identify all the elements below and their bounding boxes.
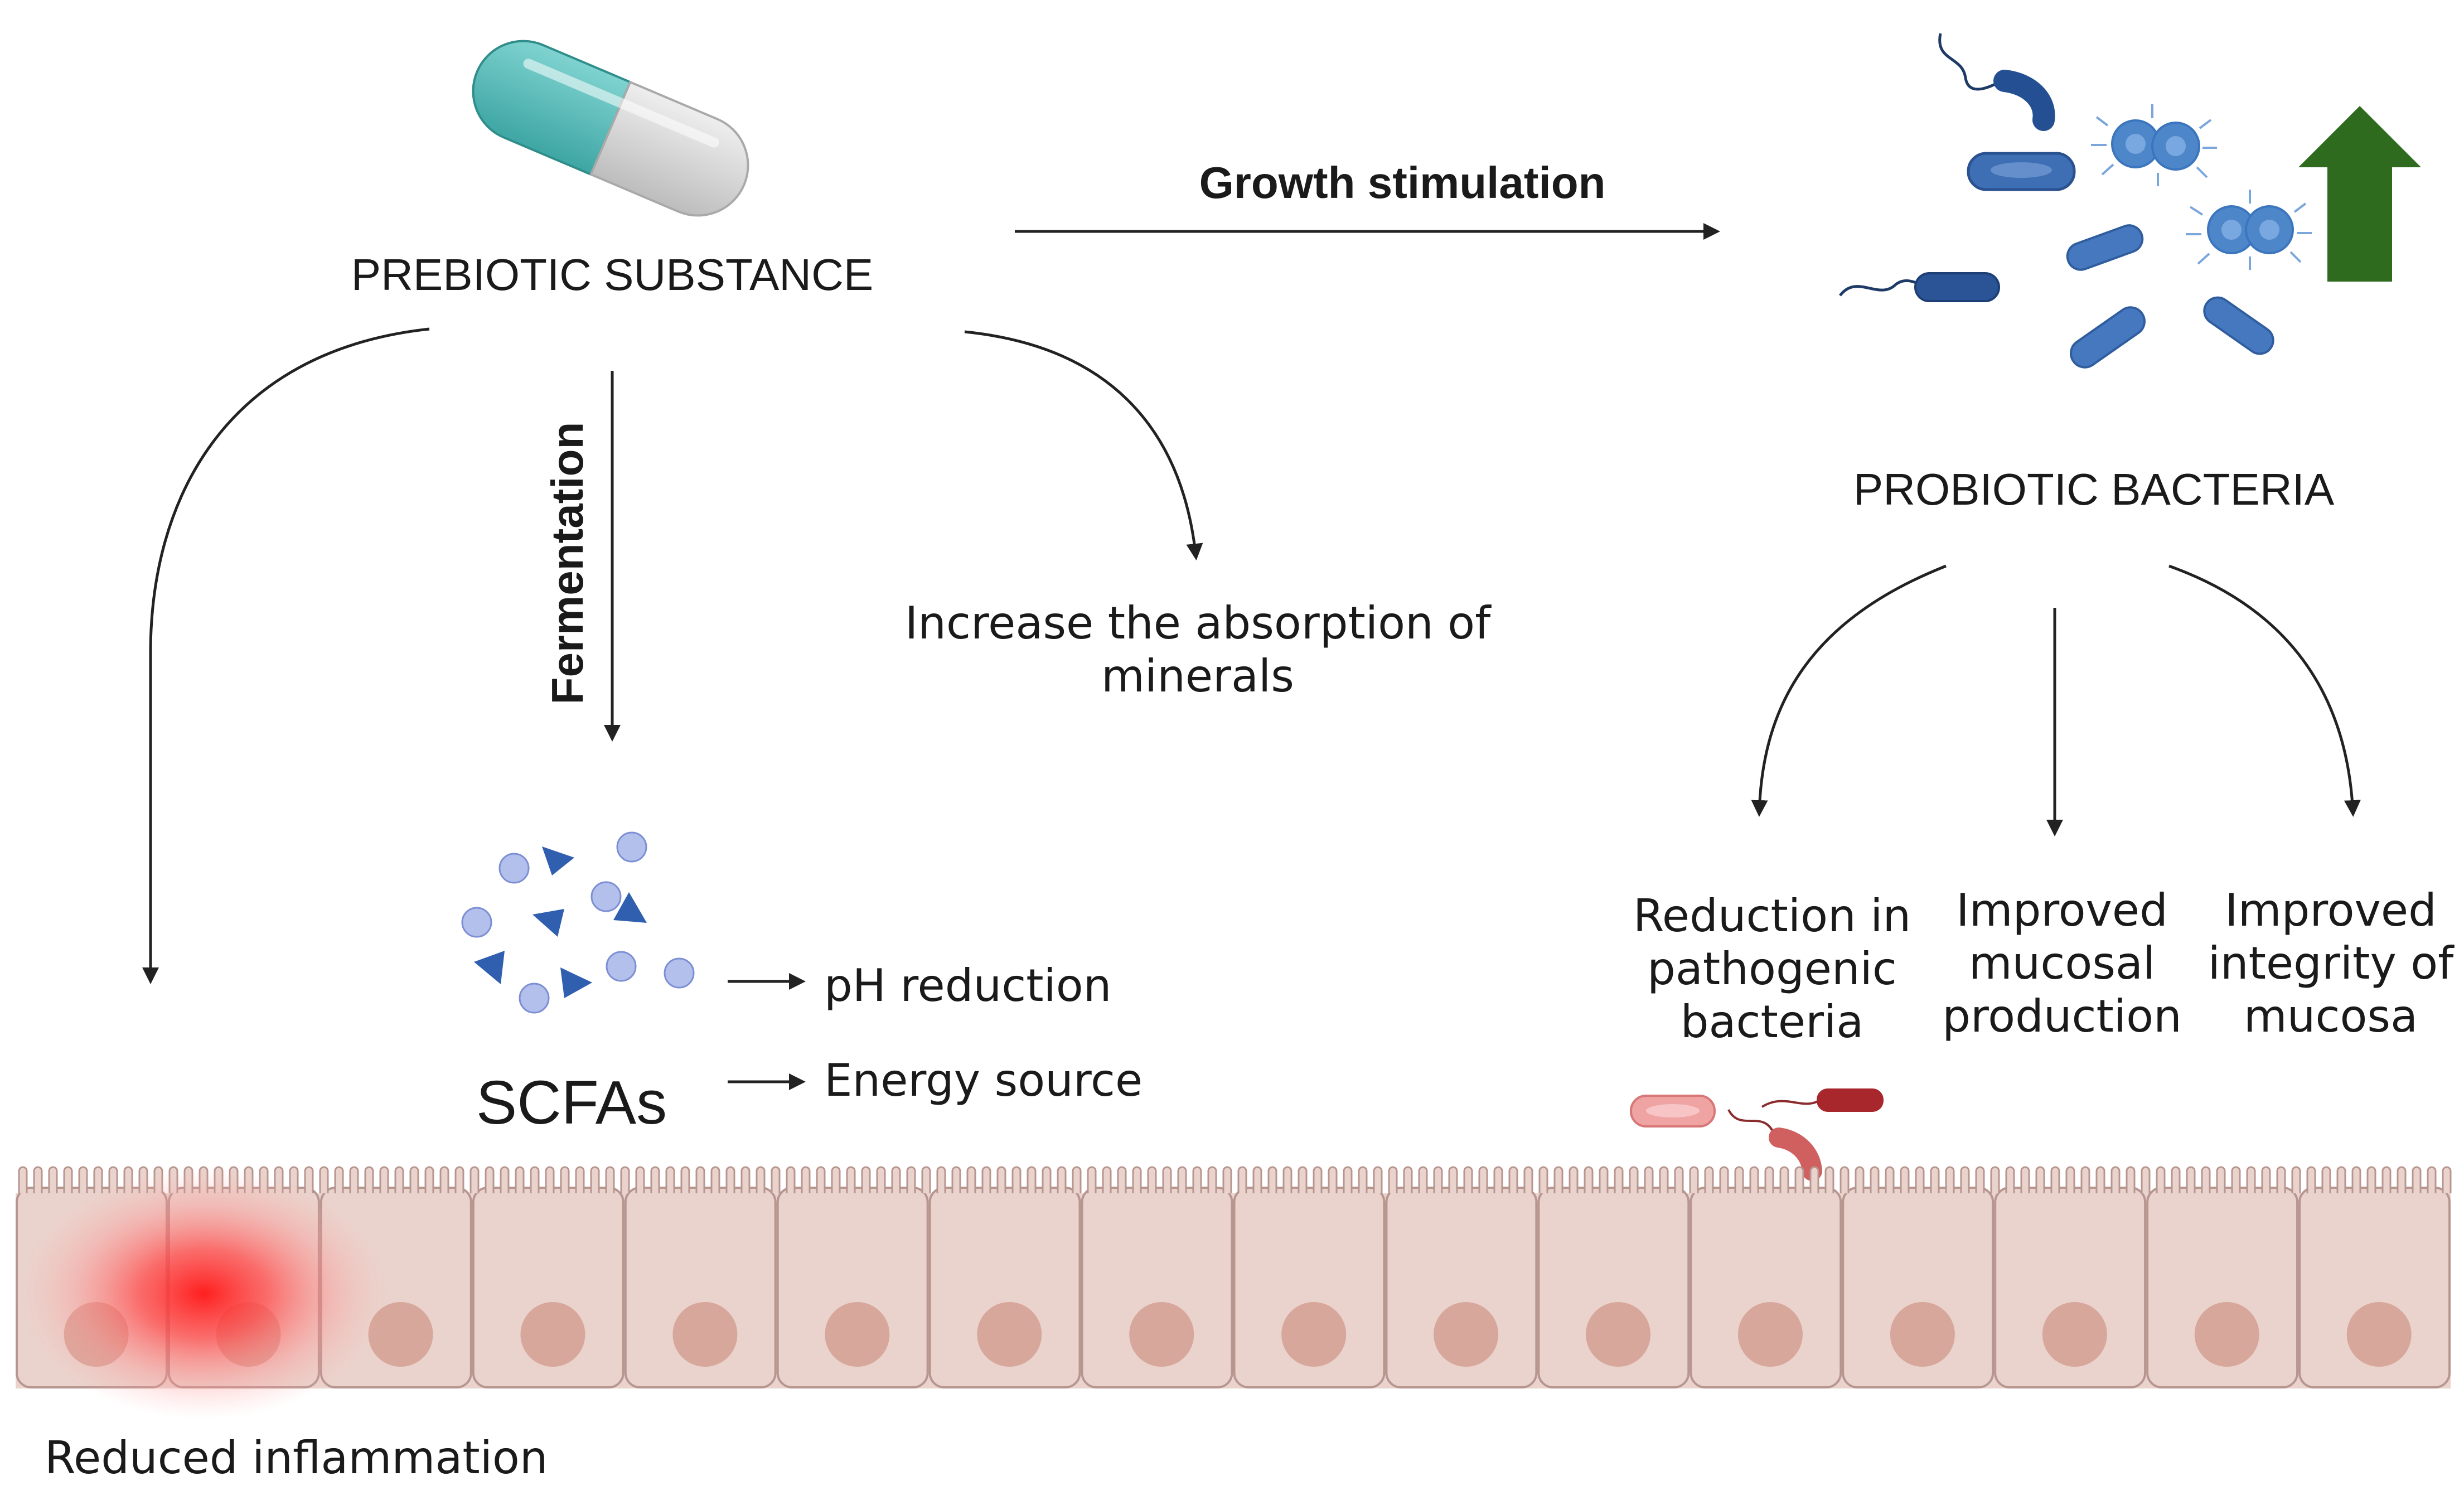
cell-nucleus bbox=[2346, 1302, 2412, 1367]
cell-nucleus bbox=[825, 1302, 890, 1367]
cell-nucleus bbox=[1737, 1302, 1803, 1367]
probiotic-label: PROBIOTIC BACTERIA bbox=[1853, 464, 2335, 514]
scfa-label: SCFAs bbox=[476, 1068, 667, 1137]
cell-nucleus bbox=[2042, 1302, 2107, 1367]
intestinal-epithelium bbox=[16, 1166, 2452, 1388]
cell-nucleus bbox=[672, 1302, 738, 1367]
probiotic-bacteria-icon bbox=[1839, 33, 2312, 369]
cell-nucleus bbox=[1890, 1302, 1955, 1367]
epithelial-cell bbox=[1385, 1187, 1538, 1388]
mucosal-line1: Improved bbox=[1956, 884, 2168, 936]
ph-reduction-label: pH reduction bbox=[824, 960, 1111, 1012]
cell-nucleus bbox=[1281, 1302, 1347, 1367]
epithelial-cell bbox=[1081, 1187, 1233, 1388]
fermentation-label: Fermentation bbox=[543, 422, 592, 705]
cell-nucleus bbox=[2194, 1302, 2259, 1367]
pathogen-line2: pathogenic bbox=[1647, 943, 1897, 995]
inflammation-glow bbox=[20, 1168, 388, 1419]
scfa-molecules bbox=[461, 831, 695, 1014]
integrity-line2: integrity of bbox=[2208, 937, 2455, 989]
growth-label: Growth stimulation bbox=[1199, 158, 1606, 207]
cell-nucleus bbox=[1434, 1302, 1499, 1367]
pathogen-line1: Reduction in bbox=[1633, 890, 1911, 942]
absorption-arrow bbox=[964, 330, 1203, 560]
integrity-line3: mucosa bbox=[2244, 990, 2418, 1042]
cell-nucleus bbox=[977, 1302, 1042, 1367]
energy-source-label: Energy source bbox=[824, 1054, 1143, 1106]
cell-nucleus bbox=[520, 1302, 585, 1367]
cell-nucleus bbox=[1586, 1302, 1651, 1367]
pathogen-line3: bacteria bbox=[1681, 996, 1864, 1048]
cell-nucleus bbox=[1129, 1302, 1194, 1367]
epithelial-cell bbox=[1233, 1187, 1386, 1388]
capsule-icon bbox=[472, 40, 749, 217]
cell-nucleus bbox=[368, 1302, 433, 1367]
pathogenic-bacteria-icon bbox=[1630, 1088, 1884, 1181]
prebiotic-label: PREBIOTIC SUBSTANCE bbox=[351, 250, 873, 299]
inflammation-label: Reduced inflammation bbox=[45, 1432, 548, 1484]
inflammation-arrow bbox=[142, 327, 430, 984]
mucosal-line2: mucosal bbox=[1969, 937, 2156, 989]
integrity-line1: Improved bbox=[2225, 884, 2437, 936]
absorption-label-line2: minerals bbox=[1101, 650, 1294, 702]
mucosal-line3: production bbox=[1942, 990, 2182, 1042]
absorption-label-line1: Increase the absorption of bbox=[905, 597, 1492, 649]
integrity-arrow bbox=[2168, 564, 2361, 817]
epithelial-cell bbox=[1537, 1187, 1690, 1388]
microvilli bbox=[18, 1166, 2452, 1193]
increase-arrow-icon bbox=[2298, 106, 2421, 282]
pathogen-arrow bbox=[1751, 564, 1947, 817]
